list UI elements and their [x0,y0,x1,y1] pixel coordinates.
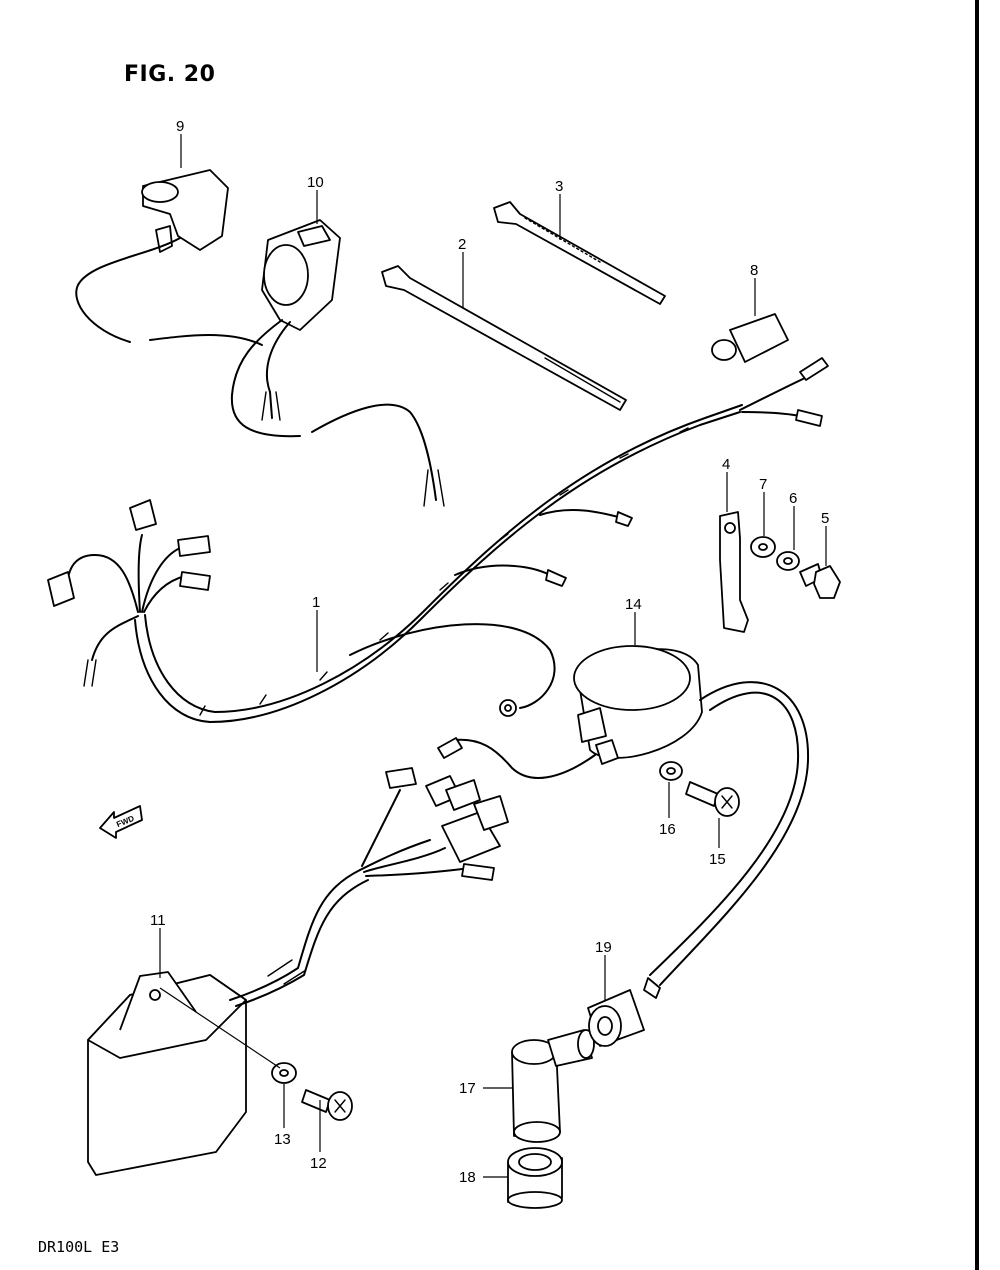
part-9-left-switch [75,169,229,343]
part-18-rubber-seal [507,1147,563,1209]
callout-3: 3 [555,178,563,195]
part-17-plug-cap [511,1029,595,1143]
model-code: DR100L E3 [38,1238,120,1256]
callout-16: 16 [659,821,676,838]
callout-13: 13 [274,1131,291,1148]
switch-wire [311,403,437,501]
part-3-cable-tie-short [493,201,666,305]
callout-1: 1 [312,594,320,611]
part-6-lock-washer [776,551,800,571]
part-5-bolt [799,563,841,599]
callout-15: 15 [709,851,726,868]
callout-19: 19 [595,939,612,956]
figure-title: FIG. 20 [124,62,216,87]
switch-wire-terminals [423,469,445,507]
callout-2: 2 [458,236,466,253]
part-2-cable-tie-long [381,265,627,411]
callout-8: 8 [750,262,758,279]
callout-17: 17 [459,1080,476,1097]
part-1-wiring-harness [47,357,829,723]
callout-10: 10 [307,174,324,191]
part-14-ignition-coil [437,645,810,999]
part-7-washer [750,536,776,558]
part-10-right-switch [149,219,341,438]
callout-11: 11 [150,912,166,929]
part-15-screw [685,781,740,817]
part-4-bracket [719,511,749,633]
fwd-arrow-icon: FWD [99,805,143,839]
callout-6: 6 [789,490,797,507]
callout-12: 12 [310,1155,327,1172]
callout-5: 5 [821,510,829,527]
callout-14: 14 [625,596,642,613]
part-13-washer [271,1062,297,1084]
leader-lines [159,134,827,1178]
part-11-cdi-unit [87,767,509,1176]
part-19-cap-nut [587,989,645,1047]
callout-7: 7 [759,476,767,493]
callout-9: 9 [176,118,184,135]
callout-18: 18 [459,1169,476,1186]
part-12-screw [301,1089,353,1121]
part-16-washer [659,761,683,781]
page-edge-rule [975,0,979,1270]
callout-4: 4 [722,456,730,473]
callout-labels: 9 10 3 2 8 4 7 6 5 1 14 16 15 11 19 17 1… [150,118,829,1186]
part-8-rubber-cap [711,313,789,363]
